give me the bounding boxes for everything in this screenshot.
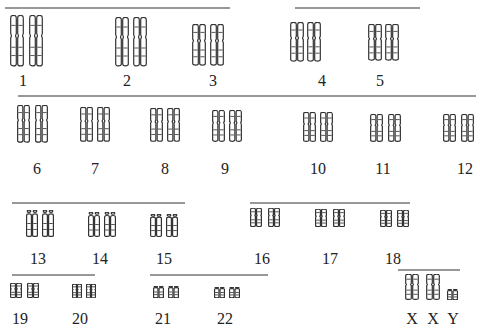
chromosome-number: 8 <box>161 160 169 178</box>
chromosome-number: 16 <box>254 250 270 268</box>
chromosome-number: 10 <box>310 160 326 178</box>
chromosome-number: 15 <box>156 250 172 268</box>
chromosome-number: 3 <box>209 72 217 90</box>
chromosome-number: 1 <box>19 72 27 90</box>
chromosome-number: 9 <box>221 160 229 178</box>
chromosome-number: 17 <box>322 250 338 268</box>
chromosome-number: 20 <box>72 310 88 328</box>
chromosome-number: X <box>427 310 439 328</box>
chromosome-number: 7 <box>91 160 99 178</box>
chromosome-number: 21 <box>155 310 171 328</box>
chromosome-number: Y <box>447 310 459 328</box>
chromosome-number: 11 <box>375 160 390 178</box>
chromosome-number: 13 <box>30 250 46 268</box>
chromosome-number: 14 <box>92 250 108 268</box>
chromosome-number: 12 <box>457 160 473 178</box>
chromosome-number: X <box>406 310 418 328</box>
chromosome-number: 19 <box>12 310 28 328</box>
chromosome-number: 22 <box>217 310 233 328</box>
chromosome-number: 2 <box>123 72 131 90</box>
chromosome-number: 18 <box>385 250 401 268</box>
chromosome-number: 6 <box>33 160 41 178</box>
chromosome-number: 4 <box>318 72 326 90</box>
chromosome-number: 5 <box>376 72 384 90</box>
